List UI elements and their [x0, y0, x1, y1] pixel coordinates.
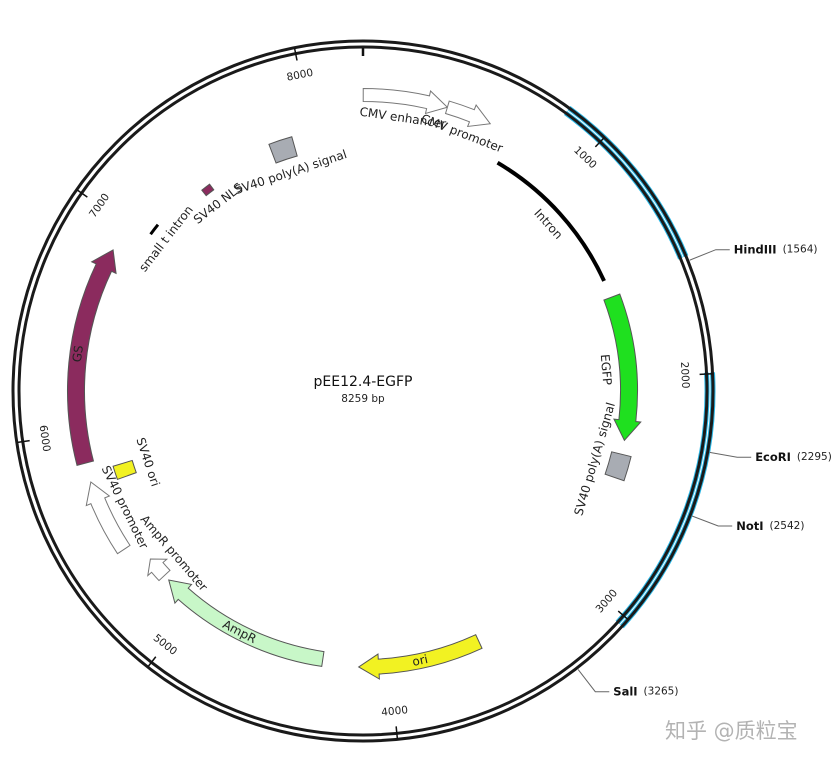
label-sv40-ori: SV40 ori — [133, 436, 162, 488]
feature-sv40-polya-1 — [604, 451, 632, 482]
tick-mark — [293, 47, 298, 61]
backbone-ring — [11, 39, 715, 743]
feature-ori — [357, 634, 483, 680]
site-name: HindIII — [734, 242, 777, 256]
site-leader-sali — [577, 669, 610, 693]
tick-label: 8000 — [286, 67, 315, 84]
tick-label: 6000 — [37, 424, 53, 452]
feature-sv40-ori — [112, 459, 137, 481]
plasmid-name: pEE12.4-EGFP — [314, 374, 413, 390]
label-egfp: EGFP — [598, 354, 615, 386]
site-position: (2542) — [770, 520, 805, 532]
watermark-text: 知乎 @质粒宝 — [665, 719, 798, 743]
tick-mark — [395, 726, 399, 740]
feature-small-t-intron — [149, 223, 160, 236]
tick-label: 7000 — [87, 191, 112, 220]
site-position: (3265) — [644, 686, 679, 698]
site-leader-noti — [691, 515, 733, 527]
site-label-noti: NotI (2542) — [736, 518, 804, 532]
tick-mark — [76, 189, 88, 198]
feature-ampr — [168, 579, 325, 667]
site-name: NotI — [736, 518, 763, 532]
feature-gs — [67, 249, 117, 466]
tick-label: 3000 — [594, 587, 621, 615]
tick-label: 1000 — [571, 144, 599, 171]
label-ori: ori — [411, 652, 429, 669]
feature-cmv-promoter — [444, 100, 492, 128]
tick-mark — [147, 656, 157, 668]
plasmid-size: 8259 bp — [341, 393, 385, 405]
label-small-t-intron: small t intron — [136, 203, 196, 274]
tick-mark — [617, 610, 629, 621]
feature-sv40-promoter — [85, 481, 131, 555]
tick-mark — [699, 373, 713, 376]
backbone-outer-line — [11, 39, 715, 743]
feature-sv40-polya-2 — [268, 136, 298, 164]
tick-mark — [594, 136, 605, 148]
site-leader-ecori — [709, 451, 752, 458]
feature-egfp — [603, 293, 642, 442]
tick-label: 5000 — [151, 632, 179, 658]
site-label-sali: SalI (3265) — [613, 684, 678, 698]
label-gs: GS — [70, 344, 86, 363]
feature-cmv-enhancer — [362, 87, 449, 115]
backbone-inner-line — [17, 45, 709, 737]
tick-mark — [16, 439, 30, 444]
feature-sv40-nls — [201, 183, 215, 197]
insert-highlight-inner — [563, 110, 683, 260]
site-label-hindiii: HindIII (1564) — [734, 242, 818, 256]
watermark: 知乎 @质粒宝 — [665, 719, 798, 743]
label-ampr: AmpR — [220, 617, 258, 646]
site-name: SalI — [613, 684, 637, 698]
restriction-sites: HindIII (1564) EcoRI (2295) NotI (2542) SalI (3… — [577, 242, 832, 698]
tick-label: 4000 — [381, 704, 409, 719]
site-position: (2295) — [797, 451, 832, 463]
feature-intron — [496, 160, 606, 282]
site-position: (1564) — [783, 244, 818, 256]
site-label-ecori: EcoRI (2295) — [755, 450, 832, 464]
feature-ampr-promoter — [147, 558, 171, 582]
site-leader-hindiii — [689, 249, 730, 261]
feature-annotations — [67, 87, 642, 680]
plasmid-center-label: pEE12.4-EGFP 8259 bp — [314, 374, 413, 405]
site-name: EcoRI — [755, 450, 791, 464]
tick-label: 2000 — [678, 361, 691, 388]
